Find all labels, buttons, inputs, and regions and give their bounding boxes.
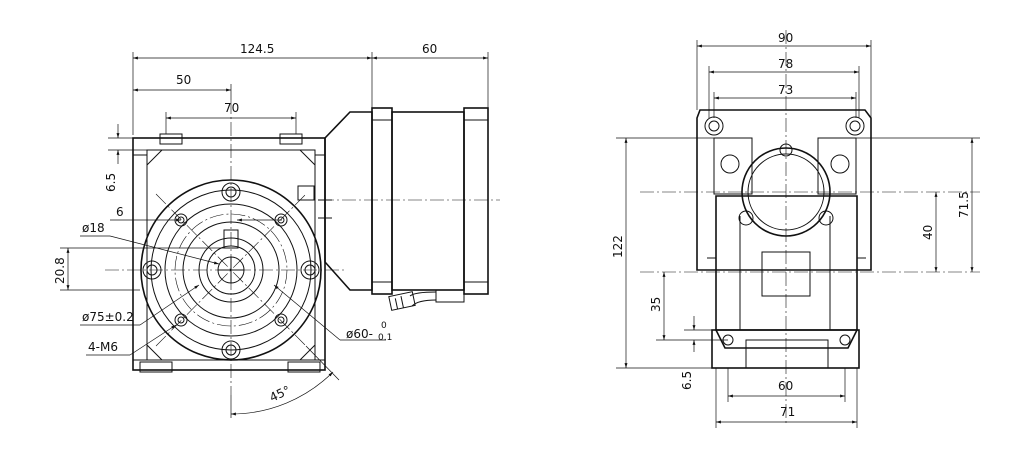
front-view: 124.5 60 50 70 6.5 6 ø18 bbox=[53, 42, 500, 418]
front-centerlines bbox=[105, 100, 500, 395]
dim-pcd-offset: 6 bbox=[116, 205, 124, 219]
dim-shaft-height: 71.5 bbox=[957, 191, 971, 218]
dim-flange-width: 70 bbox=[224, 101, 239, 115]
dim-total-height: 122 bbox=[611, 235, 625, 258]
front-dimensions: 124.5 60 50 70 6.5 6 ø18 bbox=[53, 42, 489, 418]
dim-base-width-inner: 60 bbox=[778, 379, 793, 393]
dim-bolt-circle: ø60- bbox=[346, 327, 373, 341]
dim-hole-spacing: 78 bbox=[778, 57, 793, 71]
dim-base-width: 71 bbox=[780, 405, 795, 419]
dim-total-width: 90 bbox=[778, 31, 793, 45]
motor bbox=[324, 107, 489, 311]
dim-foot-thickness: 6.5 bbox=[680, 371, 694, 390]
side-centerlines bbox=[640, 30, 980, 425]
side-flange-plate bbox=[696, 109, 872, 271]
dim-center-height: 20.8 bbox=[53, 257, 67, 284]
dim-bolt-circle-tol-upper: 0 bbox=[381, 321, 387, 331]
dim-overall-length: 124.5 bbox=[240, 42, 274, 56]
dim-pilot-dia: ø75±0.2 bbox=[82, 310, 134, 324]
dim-foot-height: 35 bbox=[649, 297, 663, 312]
dim-bore-dia: ø18 bbox=[82, 221, 105, 235]
side-body bbox=[707, 143, 866, 369]
dim-top-width: 73 bbox=[778, 83, 793, 97]
side-dimensions: 90 78 73 122 71.5 40 35 bbox=[611, 31, 980, 428]
dim-mount-thickness: 6.5 bbox=[104, 173, 118, 192]
dim-bolt-angle: 45° bbox=[267, 383, 292, 405]
dim-center-offset: 50 bbox=[176, 73, 191, 87]
dim-bolt-circle-tol-lower: 0.1 bbox=[378, 333, 392, 343]
side-view: 90 78 73 122 71.5 40 35 bbox=[611, 30, 980, 428]
dim-inner-height: 40 bbox=[921, 225, 935, 240]
dim-motor-length: 60 bbox=[422, 42, 437, 56]
dim-thread-spec: 4-M6 bbox=[88, 340, 118, 354]
